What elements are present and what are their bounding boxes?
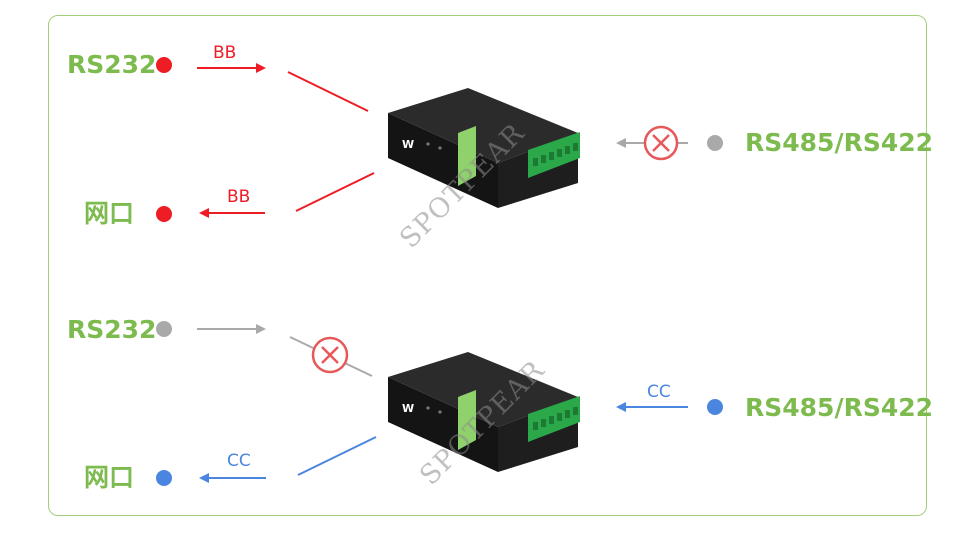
top-rs232-mode-label: BB: [213, 43, 237, 63]
bottom-rs232-label: RS232: [67, 315, 157, 344]
bottom-lan-label: 网口: [84, 463, 135, 492]
top-lan-link: [295, 172, 375, 212]
bottom-lan-mode-label: CC: [227, 451, 251, 471]
bottom-lan-link: [297, 436, 377, 476]
top-rs232-label: RS232: [67, 50, 157, 79]
top-rs485-label: RS485/RS422: [745, 128, 934, 157]
top-rs485-dot: [707, 135, 723, 151]
bottom-rs485-dot: [707, 399, 723, 415]
top-lan-mode-label: BB: [227, 187, 251, 207]
top-rs485-blocked-icon: [643, 125, 679, 161]
diagram-frame: [48, 15, 927, 516]
top-rs232-link: [287, 71, 369, 112]
bottom-rs232-dot: [156, 321, 172, 337]
bottom-rs485-mode-label: CC: [647, 382, 671, 402]
top-lan-label: 网口: [84, 199, 135, 228]
top-rs232-dot: [156, 57, 172, 73]
bottom-rs232-blocked-icon: [311, 336, 349, 374]
bottom-lan-dot: [156, 470, 172, 486]
top-lan-dot: [156, 206, 172, 222]
bottom-rs485-label: RS485/RS422: [745, 393, 934, 422]
